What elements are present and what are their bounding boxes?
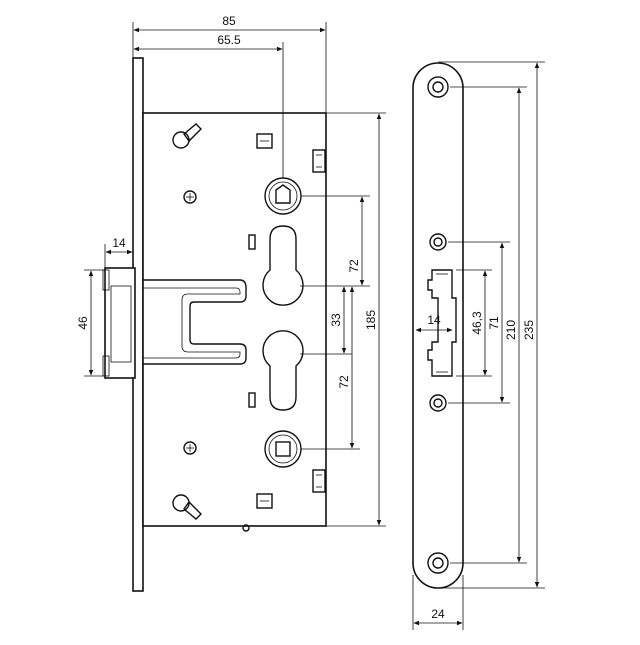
strike-bottom-hole — [427, 552, 449, 574]
upper-screw — [183, 190, 197, 204]
lock-case — [142, 112, 327, 527]
lower-indicator-window — [256, 493, 273, 509]
upper-slot — [248, 234, 256, 250]
dim-strike-opening-width: 14 — [427, 313, 441, 327]
strike-inner-lower-hole — [429, 394, 447, 412]
upper-indicator-window — [256, 133, 273, 149]
dim-spindle-cylinder-upper: 72 — [347, 259, 361, 273]
latch-spring — [143, 279, 247, 365]
dim-latch-height: 46 — [76, 316, 90, 330]
lock-dimensions: 85 65.5 185 72 33 72 14 46 — [76, 14, 386, 527]
dim-strike-length: 235 — [522, 320, 536, 340]
strike-opening — [427, 269, 457, 377]
mortise-lock-body — [102, 57, 327, 592]
lower-slot — [248, 392, 256, 408]
upper-toggle-lever — [172, 123, 202, 149]
lower-toggle-lever — [172, 494, 202, 520]
dim-case-height: 185 — [364, 310, 378, 330]
lower-side-tab — [312, 469, 326, 493]
dim-cylinder-spacing: 33 — [329, 313, 343, 327]
upper-side-tab — [312, 149, 326, 173]
lower-screw — [183, 441, 197, 455]
dim-strike-outer-holes: 210 — [504, 320, 518, 340]
upper-cylinder-cutout — [262, 225, 304, 306]
lower-cylinder-cutout — [262, 330, 304, 411]
dim-latch-width: 14 — [112, 236, 126, 250]
strike-inner-upper-hole — [429, 233, 447, 251]
dim-spindle-cylinder-lower: 72 — [337, 375, 351, 389]
dim-backset: 65.5 — [217, 33, 241, 47]
latch-bolt — [102, 267, 136, 379]
strike-dimensions: 14 46,3 71 210 235 24 — [412, 61, 545, 630]
dim-strike-width: 24 — [431, 607, 445, 621]
dim-strike-inner-holes: 71 — [487, 316, 501, 330]
dim-width-total: 85 — [222, 14, 236, 28]
strike-top-hole — [427, 76, 449, 98]
dim-strike-opening-height: 46,3 — [470, 311, 484, 335]
